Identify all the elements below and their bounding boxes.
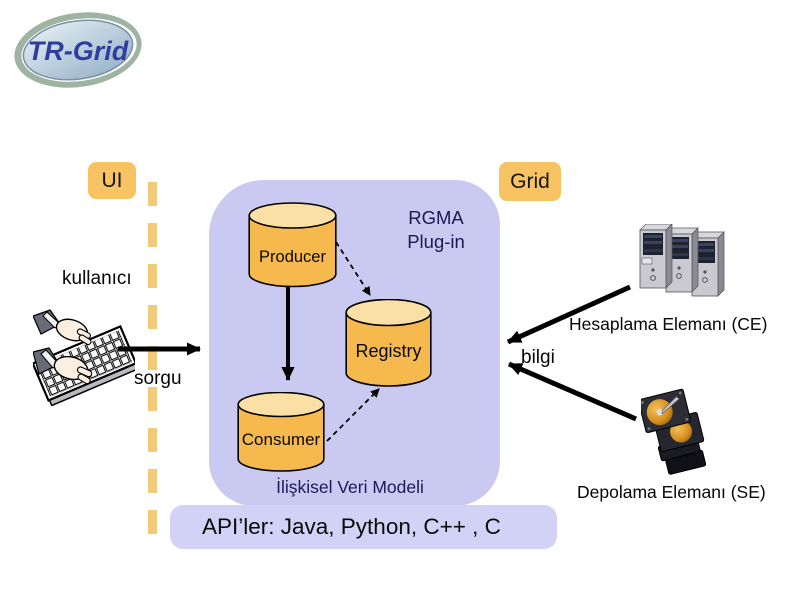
user-caption: kullanıcı bbox=[62, 268, 132, 289]
cylinder-top bbox=[345, 299, 432, 327]
rgma-plugin-label: RGMA Plug-in bbox=[375, 206, 497, 254]
rgma-line1: RGMA bbox=[408, 207, 464, 228]
upper-hand bbox=[33, 309, 92, 346]
tower-front bbox=[639, 224, 673, 289]
computer-towers-icon bbox=[639, 224, 725, 297]
cylinder-top bbox=[237, 392, 325, 418]
api-bar-text: API’ler: Java, Python, C++ , C bbox=[202, 514, 501, 539]
producer-cylinder: Producer bbox=[248, 202, 337, 288]
cylinder-body bbox=[237, 403, 325, 472]
consumer-label: Consumer bbox=[242, 430, 321, 449]
storage-element-caption: Depolama Elemanı (SE) bbox=[577, 482, 766, 502]
cylinder-top bbox=[248, 202, 337, 229]
registry-cylinder: Registry bbox=[345, 299, 432, 387]
grid-zone-label: Grid bbox=[499, 162, 561, 201]
compute-element-caption: Hesaplama Elemanı (CE) bbox=[569, 314, 768, 334]
tr-grid-logo: TR-Grid bbox=[14, 12, 142, 88]
query-caption: sorgu bbox=[134, 368, 182, 389]
cylinder-body bbox=[248, 214, 337, 288]
keyboard-with-hands-icon bbox=[33, 309, 135, 406]
ui-grid-divider bbox=[148, 182, 157, 544]
api-bar: API’ler: Java, Python, C++ , C bbox=[170, 505, 557, 549]
registry-label: Registry bbox=[355, 341, 421, 361]
data-model-caption: İlişkisel Veri Modeli bbox=[276, 477, 424, 497]
rgma-line2: Plug-in bbox=[407, 231, 465, 252]
ui-zone-label: UI bbox=[88, 162, 136, 199]
lower-hand bbox=[33, 347, 93, 385]
consumer-cylinder: Consumer bbox=[237, 392, 325, 472]
producer-label: Producer bbox=[259, 248, 326, 266]
logo-text: TR-Grid bbox=[28, 36, 129, 66]
cylinder-body bbox=[345, 311, 432, 387]
hard-drive-stack-icon bbox=[641, 388, 707, 475]
logo-oval bbox=[22, 19, 134, 81]
info-caption: bilgi bbox=[521, 347, 555, 368]
se-info-arrow bbox=[508, 361, 637, 422]
drive-stack bbox=[641, 388, 707, 475]
